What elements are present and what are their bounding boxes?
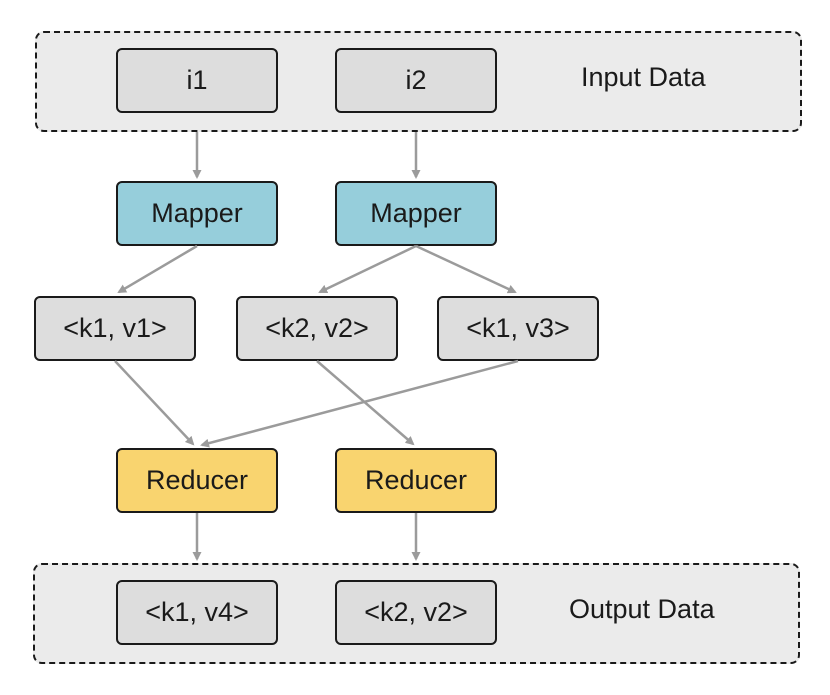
input-item-i1: i1 <box>116 48 278 113</box>
arrow-mapper-1-to-k1-v1 <box>117 244 198 294</box>
intermediate-pair-k1-v3: <k1, v3> <box>437 296 599 361</box>
mapper-2: Mapper <box>335 181 497 246</box>
input-data-label: Input Data <box>581 62 706 92</box>
intermediate-pair-k2-v2: <k2, v2> <box>236 296 398 361</box>
mapper-1: Mapper <box>116 181 278 246</box>
output-item-k1-v4: <k1, v4> <box>116 580 278 645</box>
reducer-1: Reducer <box>116 448 278 513</box>
output-data-label: Output Data <box>569 594 715 624</box>
arrow-k2-v2-to-reducer-2 <box>316 360 415 446</box>
arrow-mapper-2-to-k2-v2 <box>318 244 417 294</box>
arrow-mapper-2-to-k1-v3 <box>415 244 517 294</box>
output-item-k2-v2: <k2, v2> <box>335 580 497 645</box>
arrow-k1-v3-to-reducer-1 <box>200 359 519 448</box>
reducer-2: Reducer <box>335 448 497 513</box>
intermediate-pair-k1-v1: <k1, v1> <box>34 296 196 361</box>
arrow-k1-v1-to-reducer-1 <box>114 360 195 446</box>
input-item-i2: i2 <box>335 48 497 113</box>
